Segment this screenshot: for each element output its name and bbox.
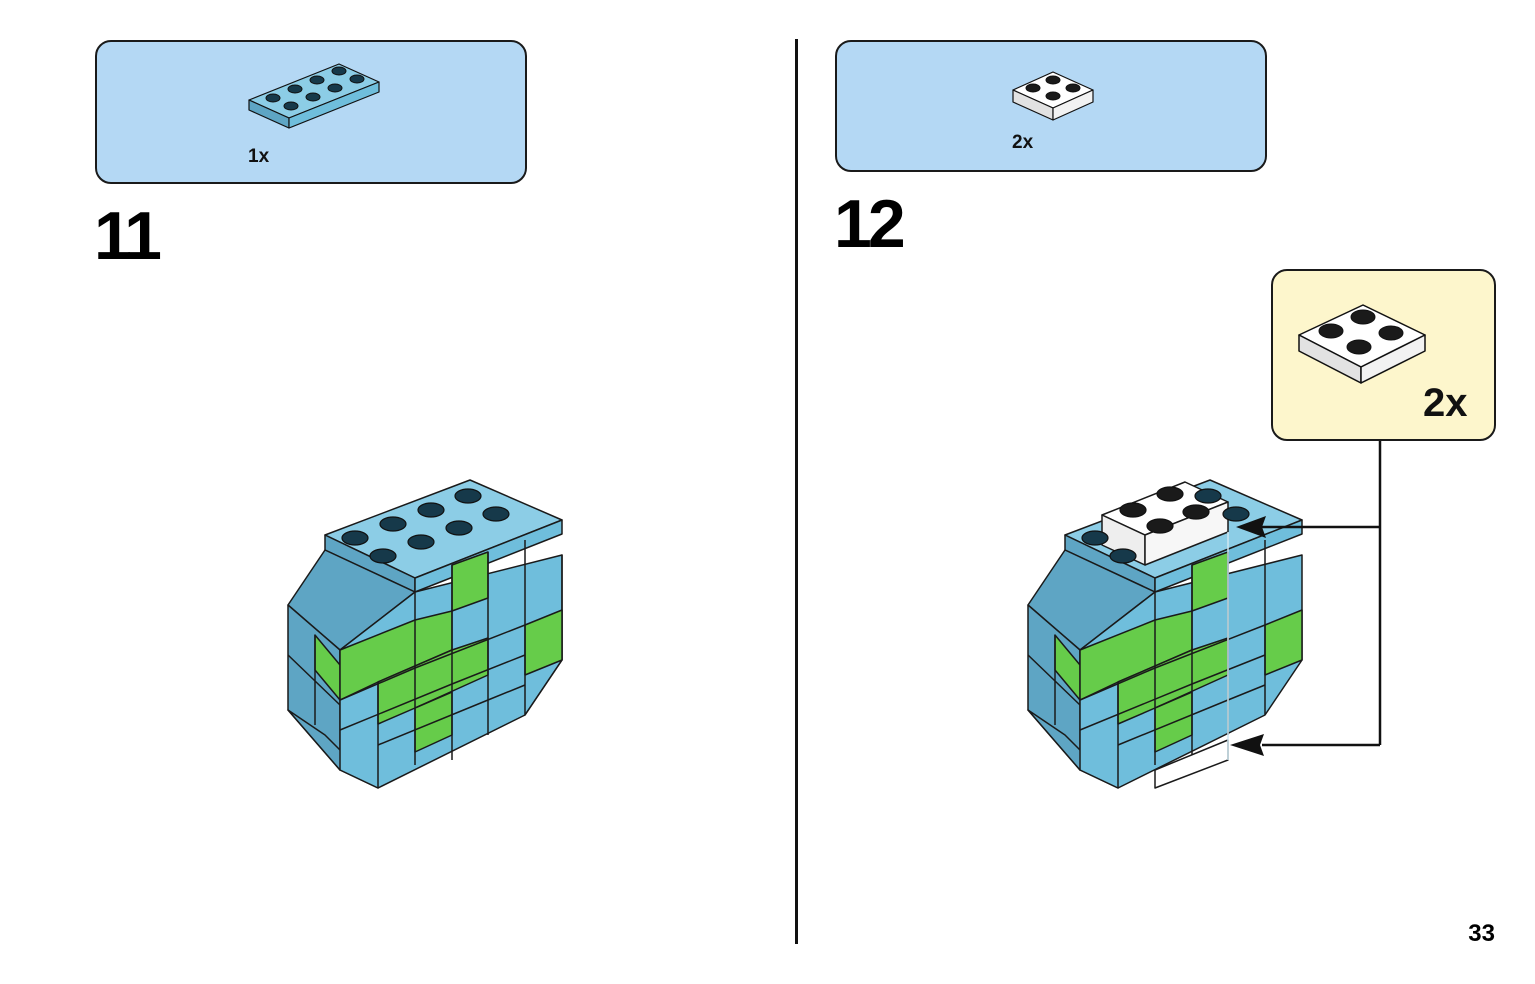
step-number-12: 12 (834, 186, 906, 262)
step-number-11: 11 (94, 198, 162, 274)
callout-quantity: 2x (1423, 381, 1468, 425)
parts-box-step-12: 2x (835, 40, 1267, 172)
part-quantity: 2x (1012, 132, 1034, 153)
plate-2x2-white-icon (1012, 71, 1094, 121)
model-step-12-illustration (1027, 479, 1303, 789)
plate-2x4-blue-icon (248, 63, 380, 129)
page-number: 33 (1468, 920, 1495, 947)
model-step-11-illustration (287, 479, 563, 789)
page-divider (795, 39, 798, 944)
callout-box-step-12: 2x (1271, 269, 1496, 441)
part-quantity: 1x (248, 146, 270, 167)
plate-2x2-white-icon (1298, 304, 1426, 384)
parts-box-step-11: 1x (95, 40, 527, 184)
